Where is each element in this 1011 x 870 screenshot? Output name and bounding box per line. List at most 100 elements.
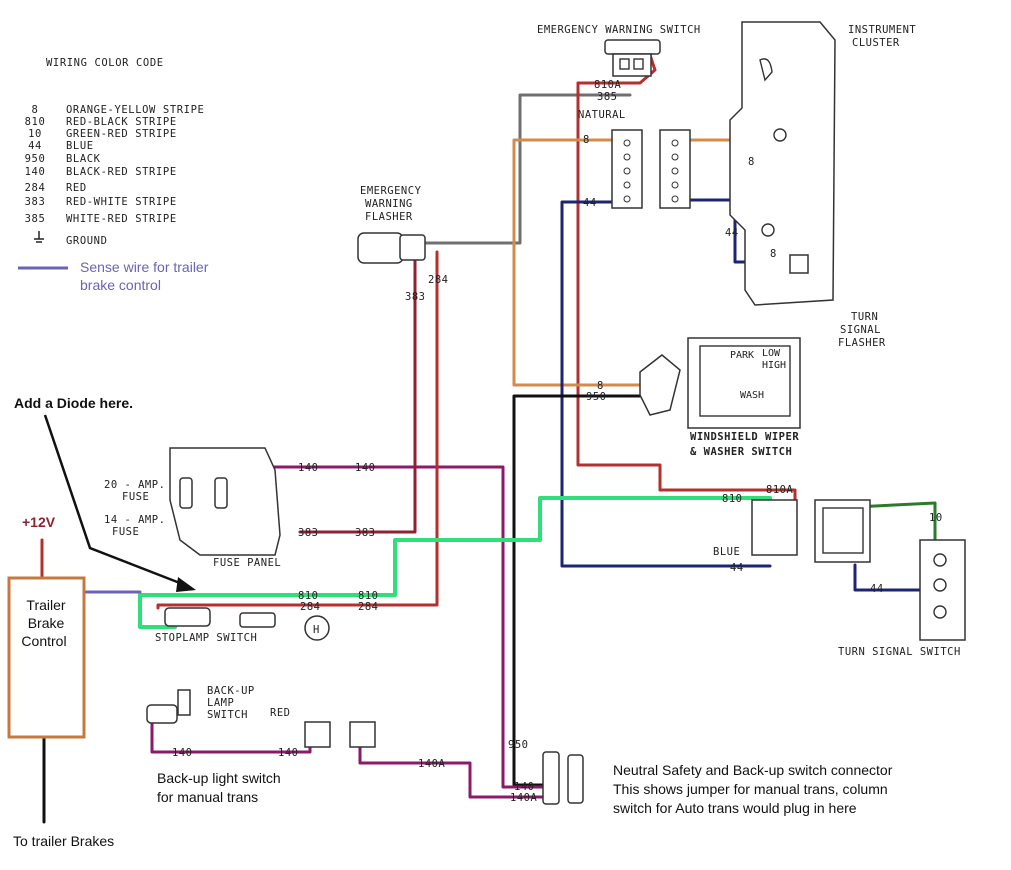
sense-wire-label: brake control bbox=[80, 277, 161, 293]
wire-label: 383 bbox=[298, 527, 318, 539]
turn-signal-flasher-label: SIGNAL bbox=[840, 324, 881, 336]
wire-810-green bbox=[138, 496, 772, 629]
fuse-14-label: 14 - AMP. bbox=[104, 514, 165, 526]
legend-code: 8 bbox=[32, 104, 39, 116]
wire-383-red bbox=[298, 250, 417, 534]
legend-desc: GREEN-RED STRIPE bbox=[66, 128, 177, 140]
turn-signal-connector bbox=[751, 499, 871, 563]
fuse-20-label: FUSE bbox=[122, 491, 149, 503]
backup-lamp-label: LAMP bbox=[207, 697, 234, 709]
wiper-park-label: PARK bbox=[730, 350, 754, 361]
legend-desc: RED bbox=[66, 182, 87, 194]
legend-desc: RED-WHITE STRIPE bbox=[66, 196, 177, 208]
wire-label: 10 bbox=[929, 512, 943, 524]
legend-desc: ORANGE-YELLOW STRIPE bbox=[66, 104, 204, 116]
legend-code: 284 bbox=[25, 182, 46, 194]
wire-810a-long bbox=[576, 81, 797, 517]
wire-label: 44 bbox=[725, 227, 739, 239]
instrument-cluster bbox=[729, 21, 836, 306]
neutral-note: switch for Auto trans would plug in here bbox=[613, 800, 857, 816]
neutral-safety-connector bbox=[542, 751, 584, 805]
turn-signal-flasher-label: FLASHER bbox=[838, 337, 886, 349]
wiper-low-label: LOW bbox=[762, 348, 781, 359]
wire-label: 8 bbox=[597, 380, 604, 392]
wire-label: 8 bbox=[583, 134, 590, 146]
backup-note: for manual trans bbox=[157, 789, 258, 805]
backup-lamp-label: BACK-UP bbox=[207, 685, 255, 697]
blue-label: BLUE bbox=[713, 546, 740, 558]
wire-label: 385 bbox=[597, 91, 617, 103]
stoplamp-switch-label: STOPLAMP SWITCH bbox=[155, 632, 257, 644]
natural-label: NATURAL bbox=[578, 109, 626, 121]
emergency-warning-switch-label: EMERGENCY WARNING SWITCH bbox=[537, 24, 701, 36]
wiper-switch-label: & WASHER SWITCH bbox=[690, 446, 792, 458]
emergency-flasher-label: FLASHER bbox=[365, 211, 413, 223]
emergency-flasher bbox=[357, 232, 426, 264]
wire-label: 383 bbox=[405, 291, 425, 303]
backup-lamp-label: SWITCH bbox=[207, 709, 248, 721]
turn-signal-flasher-label: TURN bbox=[851, 311, 878, 323]
trailer-brake-control-box bbox=[7, 576, 86, 739]
fuse-20-label: 20 - AMP. bbox=[104, 479, 165, 491]
add-diode-note: Add a Diode here. bbox=[14, 395, 133, 411]
wire-label: 8 bbox=[748, 156, 755, 168]
legend-code: 385 bbox=[25, 213, 46, 225]
legend-desc: BLACK bbox=[66, 153, 101, 165]
wiper-wash-label: WASH bbox=[740, 390, 764, 401]
legend-title: WIRING COLOR CODE bbox=[46, 57, 164, 69]
emergency-warning-switch bbox=[604, 39, 661, 77]
windshield-wiper-switch bbox=[639, 337, 801, 429]
wire-label: 44 bbox=[730, 562, 744, 574]
legend-desc: RED-BLACK STRIPE bbox=[66, 116, 177, 128]
plus12v-label: +12V bbox=[22, 514, 56, 530]
wire-385 bbox=[421, 93, 632, 245]
wire-label: 140A bbox=[510, 792, 537, 804]
legend-code: 10 bbox=[28, 128, 42, 140]
wiper-switch-label: WINDSHIELD WIPER bbox=[690, 431, 799, 443]
wire-label: 140 bbox=[172, 747, 192, 759]
wire-label: 950 bbox=[508, 739, 528, 751]
wire-label: 810 bbox=[298, 590, 318, 602]
diode-arrow bbox=[43, 414, 186, 587]
legend-code: 140 bbox=[25, 166, 46, 178]
stoplamp-switch bbox=[164, 607, 330, 641]
legend-ground: GROUND bbox=[66, 235, 108, 247]
turn-signal-switch-label: TURN SIGNAL SWITCH bbox=[838, 646, 961, 658]
wire-label: 44 bbox=[870, 583, 884, 595]
wire-label: 140 bbox=[514, 781, 534, 793]
wire-950-black bbox=[512, 394, 642, 787]
wire-label: 140 bbox=[278, 747, 298, 759]
wire-label: 810A bbox=[594, 79, 621, 91]
to-trailer-brakes-label: To trailer Brakes bbox=[13, 833, 114, 849]
legend-desc: BLACK-RED STRIPE bbox=[66, 166, 177, 178]
wire-label: 810 bbox=[722, 493, 742, 505]
wire-label: 140 bbox=[298, 462, 318, 474]
wire-label: 284 bbox=[358, 601, 378, 613]
wire-label: 810 bbox=[358, 590, 378, 602]
backup-lamp-switch bbox=[146, 689, 376, 748]
fuse-14-label: FUSE bbox=[112, 526, 139, 538]
instrument-cluster-label: INSTRUMENT bbox=[848, 24, 916, 36]
wire-label: 8 bbox=[770, 248, 777, 260]
wire-140a bbox=[358, 743, 547, 799]
wiper-high-label: HIGH bbox=[762, 360, 786, 371]
wire-label: 810A bbox=[766, 484, 793, 496]
wire-label: 284 bbox=[300, 601, 320, 613]
fuse-panel bbox=[169, 447, 281, 556]
wire-label: 44 bbox=[583, 197, 597, 209]
legend-code: 44 bbox=[28, 140, 42, 152]
wire-label: 140A bbox=[418, 758, 445, 770]
legend-code: 950 bbox=[25, 153, 46, 165]
trailer-brake-label: Brake bbox=[28, 615, 65, 631]
legend-code: 383 bbox=[25, 196, 46, 208]
emergency-flasher-label: WARNING bbox=[365, 198, 413, 210]
neutral-note: Neutral Safety and Back-up switch connec… bbox=[613, 762, 893, 778]
red-label: RED bbox=[270, 707, 290, 719]
ground-icon bbox=[34, 231, 44, 243]
legend-code: 810 bbox=[25, 116, 46, 128]
instrument-cluster-label: CLUSTER bbox=[852, 37, 900, 49]
backup-note: Back-up light switch bbox=[157, 770, 281, 786]
fuse-panel-label: FUSE PANEL bbox=[213, 557, 281, 569]
wire-label: 140 bbox=[355, 462, 375, 474]
